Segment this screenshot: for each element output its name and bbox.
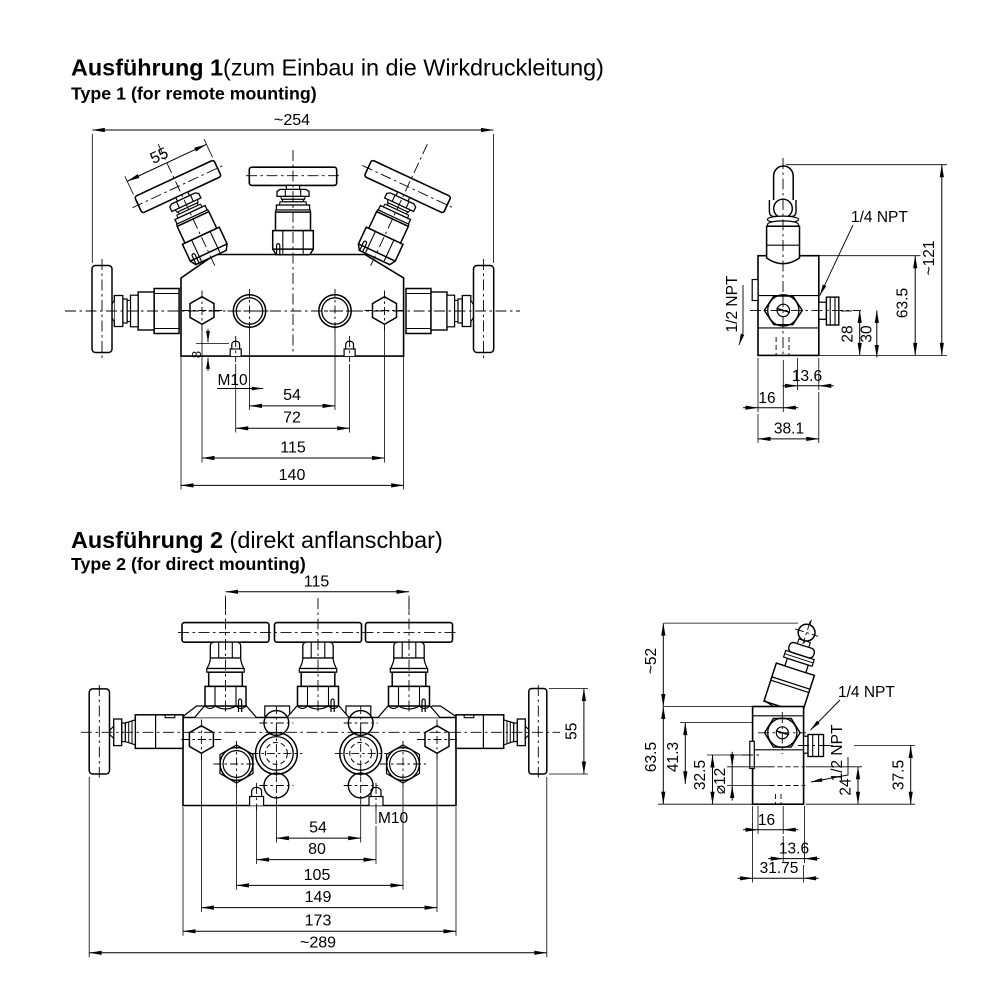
svg-text:173: 173 xyxy=(305,913,332,930)
svg-text:115: 115 xyxy=(280,440,306,457)
svg-text:38.1: 38.1 xyxy=(774,421,804,438)
svg-text:63.5: 63.5 xyxy=(643,742,660,772)
svg-text:149: 149 xyxy=(305,889,332,906)
svg-text:54: 54 xyxy=(309,820,327,837)
svg-text:41.3: 41.3 xyxy=(665,742,682,772)
svg-text:28: 28 xyxy=(840,325,857,342)
svg-text:13.6: 13.6 xyxy=(792,368,822,385)
svg-text:~121: ~121 xyxy=(921,241,938,276)
svg-text:16: 16 xyxy=(758,812,775,829)
svg-text:13.6: 13.6 xyxy=(779,841,809,858)
svg-text:140: 140 xyxy=(279,467,306,484)
svg-text:⌀12: ⌀12 xyxy=(712,768,729,795)
svg-text:115: 115 xyxy=(304,574,330,591)
svg-text:1/4 NPT: 1/4 NPT xyxy=(851,209,908,226)
svg-text:30: 30 xyxy=(858,325,875,343)
svg-text:1/2 NPT: 1/2 NPT xyxy=(829,724,846,781)
svg-text:Ausführung 2 (direkt anflansch: Ausführung 2 (direkt anflanschbar) xyxy=(71,527,443,553)
svg-text:37.5: 37.5 xyxy=(890,760,907,790)
svg-text:Type 2 (for direct mounting): Type 2 (for direct mounting) xyxy=(71,554,306,574)
svg-text:M10: M10 xyxy=(378,810,409,827)
svg-text:8: 8 xyxy=(189,351,204,358)
svg-text:~52: ~52 xyxy=(643,648,660,674)
svg-text:~289: ~289 xyxy=(300,935,336,952)
svg-text:1/2 NPT: 1/2 NPT xyxy=(724,275,741,332)
svg-text:16: 16 xyxy=(758,390,775,407)
svg-text:72: 72 xyxy=(283,410,301,427)
svg-text:105: 105 xyxy=(304,867,331,884)
svg-text:55: 55 xyxy=(148,145,171,168)
svg-text:24: 24 xyxy=(838,778,855,796)
svg-text:80: 80 xyxy=(308,841,326,858)
svg-text:~254: ~254 xyxy=(274,112,310,129)
svg-text:55: 55 xyxy=(563,723,580,740)
svg-text:1/4 NPT: 1/4 NPT xyxy=(838,684,895,701)
svg-text:Type 1 (for remote mounting): Type 1 (for remote mounting) xyxy=(71,84,317,104)
svg-text:54: 54 xyxy=(283,387,301,404)
svg-text:Ausführung 1(zum Einbau in die: Ausführung 1(zum Einbau in die Wirkdruck… xyxy=(71,55,604,81)
svg-text:31.75: 31.75 xyxy=(760,860,799,877)
svg-text:63.5: 63.5 xyxy=(895,288,912,318)
svg-text:32.5: 32.5 xyxy=(692,760,709,790)
svg-text:M10: M10 xyxy=(218,372,249,389)
